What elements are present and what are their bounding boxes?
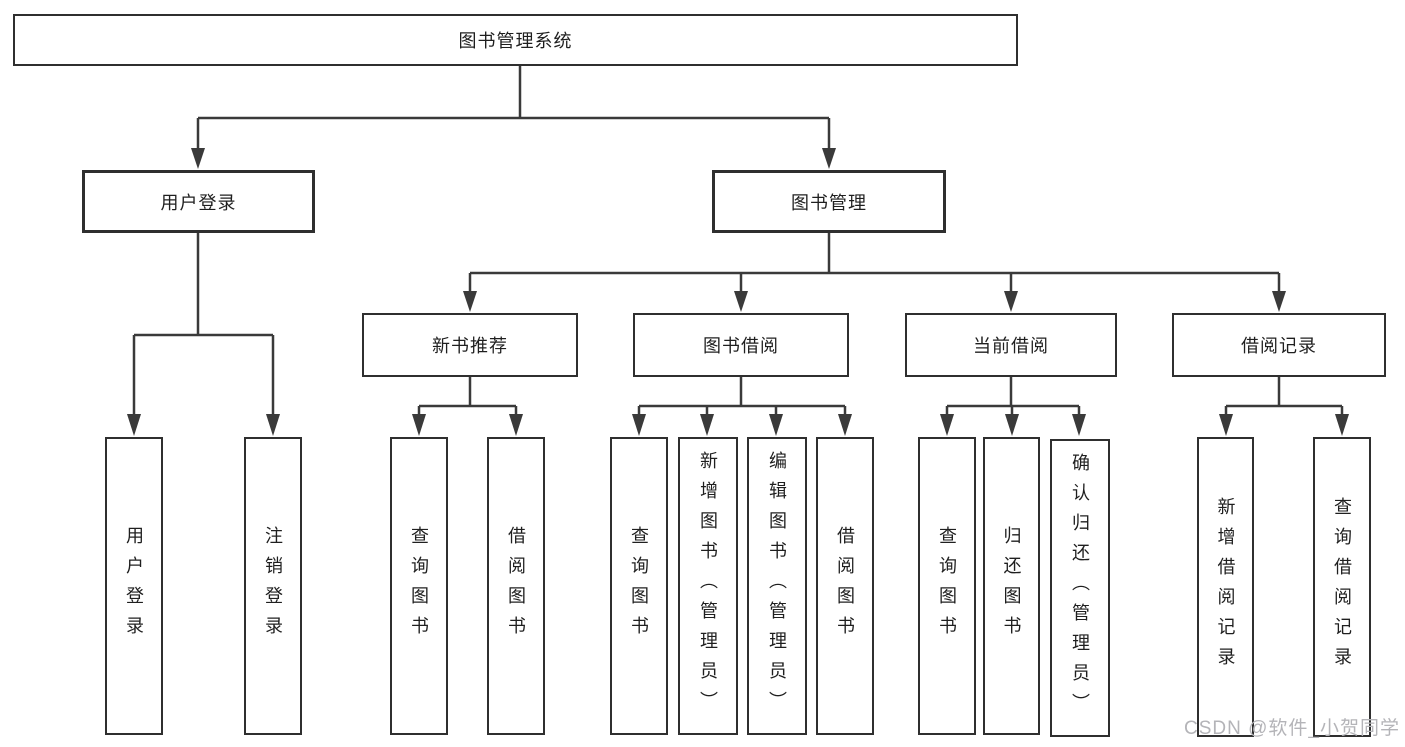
- node-leaf-borrow-books-1: 借阅图书: [487, 437, 545, 735]
- arrowhead-icon: [632, 414, 646, 436]
- node-book-management: 图书管理: [712, 170, 946, 233]
- connector-user-login-to-leaves: [127, 233, 280, 436]
- node-leaf-return-books: 归还图书: [983, 437, 1040, 735]
- node-borrow-records: 借阅记录: [1172, 313, 1386, 377]
- connector-book-mgmt-to-level3: [463, 233, 1286, 312]
- node-leaf-query-books-3-label: 查询图书: [937, 526, 957, 646]
- arrowhead-icon: [769, 414, 783, 436]
- node-borrow-records-label: 借阅记录: [1241, 336, 1317, 356]
- arrowhead-icon: [509, 414, 523, 436]
- arrowhead-icon: [1272, 291, 1286, 312]
- node-current-borrowing-label: 当前借阅: [973, 336, 1049, 356]
- node-current-borrowing: 当前借阅: [905, 313, 1117, 377]
- node-leaf-query-books-3: 查询图书: [918, 437, 976, 735]
- node-leaf-user-login-label: 用户登录: [124, 526, 144, 646]
- arrowhead-icon: [463, 291, 477, 312]
- arrowhead-icon: [1005, 414, 1019, 436]
- node-new-book-recommend: 新书推荐: [362, 313, 578, 377]
- arrowhead-icon: [412, 414, 426, 436]
- arrowhead-icon: [1072, 414, 1086, 436]
- node-leaf-add-borrow-record: 新增借阅记录: [1197, 437, 1254, 737]
- node-leaf-edit-books-admin: 编辑图书（管理员）: [747, 437, 807, 735]
- arrowhead-icon: [700, 414, 714, 436]
- node-leaf-logout-label: 注销登录: [263, 526, 283, 646]
- node-new-book-recommend-label: 新书推荐: [432, 336, 508, 356]
- node-leaf-add-borrow-record-label: 新增借阅记录: [1215, 497, 1236, 677]
- arrowhead-icon: [191, 148, 205, 169]
- node-book-management-label: 图书管理: [791, 192, 867, 213]
- arrowhead-icon: [266, 414, 280, 436]
- node-leaf-query-books-2-label: 查询图书: [629, 526, 649, 646]
- node-user-login-label: 用户登录: [160, 192, 237, 213]
- node-leaf-return-books-label: 归还图书: [1001, 526, 1022, 646]
- node-leaf-borrow-books-1-label: 借阅图书: [506, 526, 526, 646]
- arrowhead-icon: [1219, 414, 1233, 436]
- node-book-borrowing-label: 图书借阅: [703, 336, 779, 356]
- connector-root-to-level2: [191, 64, 836, 169]
- arrowhead-icon: [1335, 414, 1349, 436]
- connector-current-borrow-to-leaves: [940, 377, 1086, 436]
- arrowhead-icon: [127, 414, 141, 436]
- node-leaf-query-borrow-record: 查询借阅记录: [1313, 437, 1371, 737]
- node-leaf-user-login: 用户登录: [105, 437, 163, 735]
- node-leaf-query-borrow-record-label: 查询借阅记录: [1332, 497, 1352, 677]
- node-leaf-query-books-1: 查询图书: [390, 437, 448, 735]
- node-leaf-borrow-books-2-label: 借阅图书: [835, 526, 855, 646]
- node-leaf-query-books-1-label: 查询图书: [409, 526, 429, 646]
- csdn-watermark: CSDN @软件_小贺同学: [1184, 718, 1400, 739]
- arrowhead-icon: [1004, 291, 1018, 312]
- node-leaf-confirm-return-admin: 确认归还（管理员）: [1050, 439, 1110, 737]
- node-leaf-edit-books-admin-label: 编辑图书（管理员）: [767, 451, 787, 721]
- node-leaf-query-books-2: 查询图书: [610, 437, 668, 735]
- arrowhead-icon: [838, 414, 852, 436]
- node-leaf-add-books-admin-label: 新增图书（管理员）: [698, 451, 718, 721]
- arrowhead-icon: [734, 291, 748, 312]
- node-leaf-add-books-admin: 新增图书（管理员）: [678, 437, 738, 735]
- node-leaf-logout: 注销登录: [244, 437, 302, 735]
- node-root: 图书管理系统: [13, 14, 1018, 66]
- connector-book-borrow-to-leaves: [632, 377, 852, 436]
- node-leaf-borrow-books-2: 借阅图书: [816, 437, 874, 735]
- arrowhead-icon: [940, 414, 954, 436]
- node-leaf-confirm-return-admin-label: 确认归还（管理员）: [1070, 453, 1090, 723]
- node-root-label: 图书管理系统: [458, 31, 573, 51]
- node-user-login: 用户登录: [82, 170, 315, 233]
- connector-records-to-leaves: [1219, 377, 1349, 436]
- connector-new-book-to-leaves: [412, 377, 523, 436]
- arrowhead-icon: [822, 148, 836, 169]
- node-book-borrowing: 图书借阅: [633, 313, 849, 377]
